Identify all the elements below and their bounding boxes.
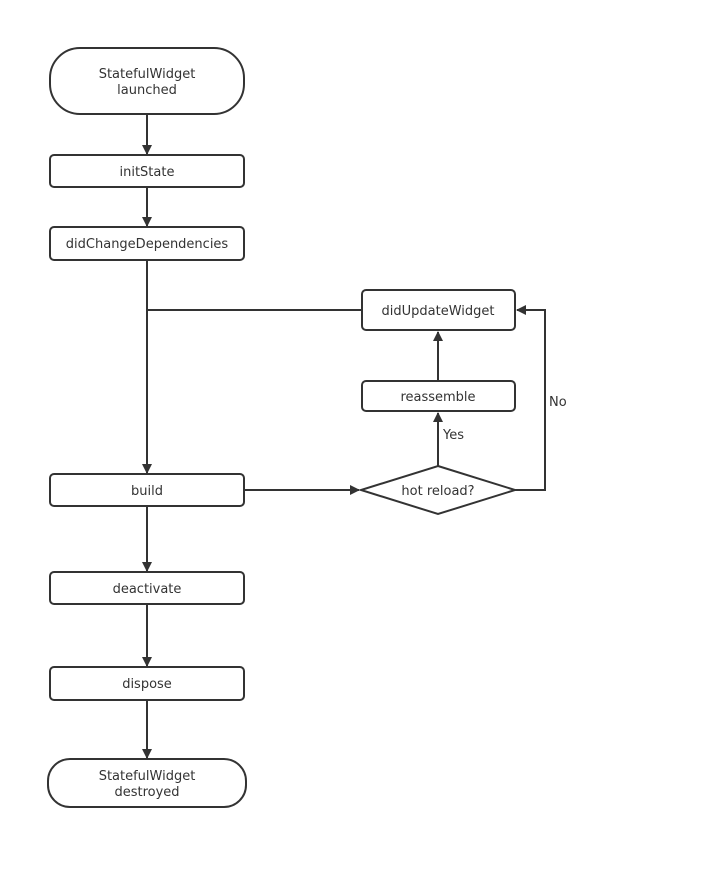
reassemble-box — [361, 380, 516, 412]
edge-hotreload-no-to-didupdatewidget — [515, 305, 546, 491]
deactivate-label: deactivate — [113, 582, 182, 597]
node-didchangedependencies: didChangeDependencies — [49, 226, 245, 261]
didchangedependencies-box — [49, 226, 245, 261]
initstate-label: initState — [120, 165, 175, 180]
node-deactivate: deactivate — [49, 571, 245, 605]
start-label-line-1: StatefulWidget — [99, 67, 196, 82]
edge-label-no: No — [549, 395, 567, 410]
initstate-box — [49, 154, 245, 188]
didchangedependencies-label: didChangeDependencies — [66, 237, 229, 252]
node-hotreload: hot reload? — [357, 464, 519, 516]
node-dispose: dispose — [49, 666, 245, 701]
start-terminal-shape — [49, 47, 245, 115]
node-reassemble: reassemble — [361, 380, 516, 412]
node-didupdatewidget: didUpdateWidget — [361, 289, 516, 331]
end-label-line-1: StatefulWidget — [99, 769, 196, 784]
dispose-box — [49, 666, 245, 701]
deactivate-box — [49, 571, 245, 605]
node-initstate: initState — [49, 154, 245, 188]
didupdatewidget-box — [361, 289, 516, 331]
end-terminal-shape — [47, 758, 247, 808]
end-label-line-2: destroyed — [114, 785, 179, 800]
dispose-label: dispose — [122, 677, 172, 692]
didupdatewidget-label: didUpdateWidget — [382, 304, 495, 319]
build-box — [49, 473, 245, 507]
edge-label-yes: Yes — [442, 428, 464, 443]
node-end: StatefulWidget destroyed — [47, 758, 247, 808]
node-build: build — [49, 473, 245, 507]
node-start: StatefulWidget launched — [49, 47, 245, 115]
hotreload-decision-diamond — [357, 464, 519, 516]
start-label-line-2: launched — [117, 83, 177, 98]
connectors — [142, 114, 546, 759]
hotreload-label: hot reload? — [401, 484, 474, 499]
reassemble-label: reassemble — [400, 390, 475, 405]
build-label: build — [131, 484, 163, 499]
